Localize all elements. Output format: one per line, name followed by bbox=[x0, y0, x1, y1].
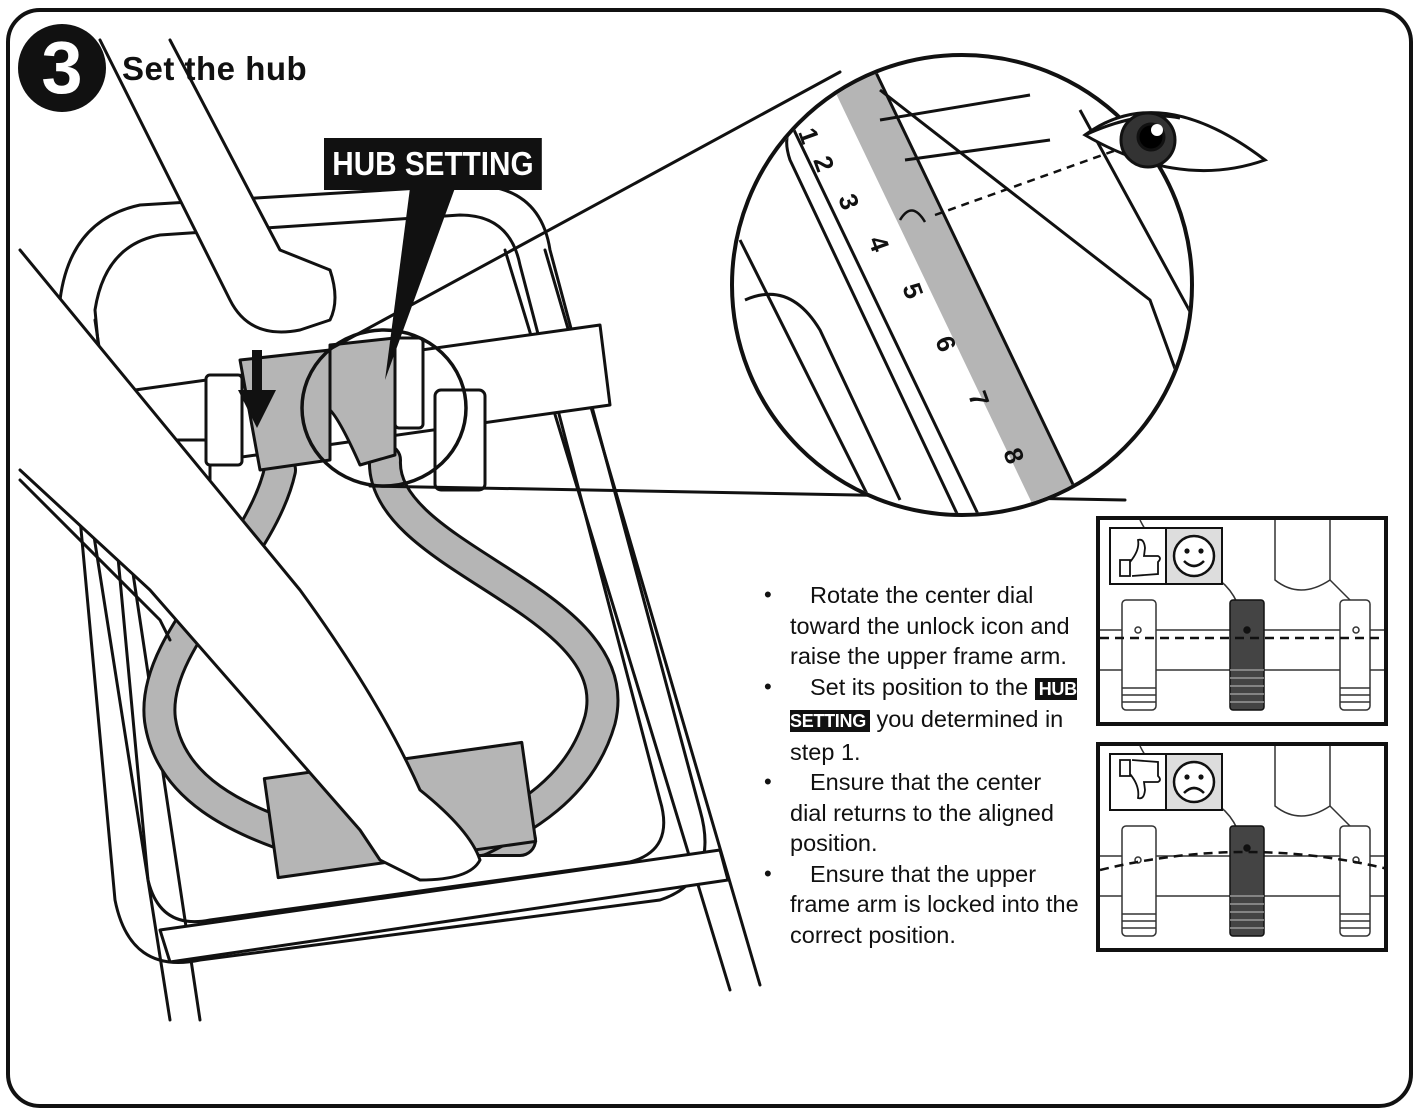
instruction-item-3: Ensure that the center dial returns to t… bbox=[762, 767, 1082, 859]
instruction-page: 1 2 3 4 5 6 7 8 3 Set the hub HUB SETTIN… bbox=[0, 0, 1421, 1042]
push-down-arrow bbox=[238, 350, 276, 428]
instruction-item-2: Set its position to the HUB SETTING you … bbox=[762, 672, 1082, 768]
incorrect-alignment-panel bbox=[1096, 742, 1388, 952]
center-dial-dark bbox=[1229, 825, 1265, 937]
alignment-notch bbox=[898, 209, 927, 223]
instruction-text-1: Rotate the center dial toward the unlock… bbox=[790, 582, 1070, 669]
lower-arm bbox=[18, 248, 482, 882]
step-number-badge: 3 bbox=[18, 24, 106, 112]
hub-setting-label: HUB SETTING bbox=[324, 138, 542, 190]
instruction-item-1: Rotate the center dial toward the unlock… bbox=[762, 580, 1082, 672]
stroller-illustration: 1 2 3 4 5 6 7 8 bbox=[18, 38, 1269, 1022]
left-dial bbox=[1121, 599, 1157, 711]
eye-icon bbox=[1082, 111, 1269, 173]
right-clip bbox=[393, 336, 425, 430]
smiley-sad-icon bbox=[1165, 753, 1223, 811]
instruction-text-3: Ensure that the center dial returns to t… bbox=[790, 769, 1054, 856]
zoom-circle: 1 2 3 4 5 6 7 8 bbox=[730, 53, 1194, 517]
thumbs-down-icon bbox=[1109, 753, 1167, 811]
bottom-bar bbox=[158, 848, 730, 964]
upper-frame-arm-right-fill bbox=[371, 446, 617, 854]
left-forearm bbox=[18, 478, 172, 642]
instruction-text-2a: Set its position to the bbox=[810, 673, 1029, 700]
instruction-text-2b: you determined in step 1. bbox=[790, 706, 1064, 765]
center-dial-dark bbox=[1229, 599, 1265, 711]
callout-pointer bbox=[385, 188, 455, 380]
zoom-connector-top bbox=[330, 70, 842, 350]
instruction-text-4: Ensure that the upper frame arm is locke… bbox=[790, 860, 1079, 948]
step-title: Set the hub bbox=[122, 50, 308, 87]
instruction-list: Rotate the center dial toward the unlock… bbox=[762, 580, 1082, 950]
right-dial bbox=[1339, 825, 1371, 937]
instruction-item-4: Ensure that the upper frame arm is locke… bbox=[762, 859, 1082, 951]
alignment-line-curved bbox=[1100, 850, 1384, 872]
right-dial bbox=[1339, 599, 1371, 711]
left-clip bbox=[204, 373, 244, 467]
upper-hand bbox=[98, 38, 337, 334]
hub-center-right-gray bbox=[328, 336, 397, 467]
dial-scale-band bbox=[820, 60, 1090, 513]
correct-alignment-panel bbox=[1096, 516, 1388, 726]
smiley-happy-icon bbox=[1165, 527, 1223, 585]
sight-line bbox=[934, 136, 1151, 217]
left-dial bbox=[1121, 825, 1157, 937]
thumbs-up-icon bbox=[1109, 527, 1167, 585]
